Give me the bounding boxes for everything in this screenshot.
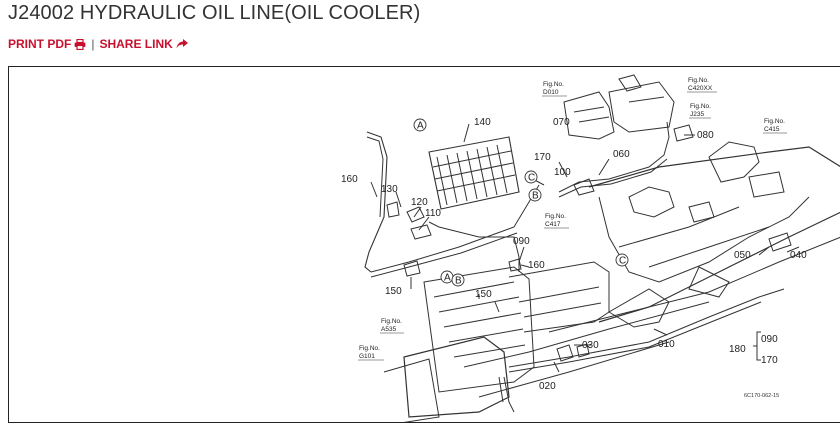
share-link-label: SHARE LINK xyxy=(99,37,173,51)
callout-b-1: B xyxy=(532,191,539,202)
part-label-090: 090 xyxy=(513,236,530,247)
part-label-030: 030 xyxy=(582,340,599,351)
callout-c-2: C xyxy=(619,256,626,267)
exploded-parts-drawing: A C B A B C 140 170 100 060 160 130 120 … xyxy=(341,74,840,422)
part-label-180: 180 xyxy=(729,344,746,355)
share-arrow-icon xyxy=(176,39,188,49)
part-label-120: 120 xyxy=(411,197,428,208)
part-label-050: 050 xyxy=(734,250,751,261)
part-label-080: 080 xyxy=(697,130,714,141)
part-label-040: 040 xyxy=(790,250,807,261)
drawing-code: 6C170-062-15 xyxy=(744,393,779,399)
svg-text:A535: A535 xyxy=(381,326,397,333)
callout-b-2: B xyxy=(455,276,462,287)
printer-icon xyxy=(74,38,86,50)
fig-ref-g101[interactable]: Fig.No. G101 xyxy=(358,345,384,361)
fig-ref-a535[interactable]: Fig.No. A535 xyxy=(380,318,404,334)
line-art xyxy=(364,74,840,422)
callout-a-2: A xyxy=(444,273,451,284)
svg-text:Fig.No.: Fig.No. xyxy=(690,103,711,110)
svg-text:Fig.No.: Fig.No. xyxy=(359,345,380,352)
part-label-160-a: 160 xyxy=(341,174,358,185)
callout-circles xyxy=(413,118,629,287)
page-title: J24002 HYDRAULIC OIL LINE(OIL COOLER) xyxy=(8,2,421,24)
part-label-140: 140 xyxy=(474,117,491,128)
svg-text:Fig.No.: Fig.No. xyxy=(381,318,402,325)
group-label-090: 090 xyxy=(761,334,778,345)
action-separator: | xyxy=(91,37,95,51)
part-label-150-b: 150 xyxy=(475,289,492,300)
share-link[interactable]: SHARE LINK xyxy=(99,37,188,51)
part-label-100: 100 xyxy=(554,167,571,178)
part-label-110: 110 xyxy=(425,208,441,219)
svg-text:Fig.No.: Fig.No. xyxy=(545,213,566,220)
fig-ref-d010[interactable]: Fig.No. D010 xyxy=(542,81,567,97)
part-label-130: 130 xyxy=(381,184,398,195)
svg-text:C417: C417 xyxy=(545,221,561,228)
part-label-150-a: 150 xyxy=(385,286,402,297)
action-bar: PRINT PDF | SHARE LINK xyxy=(8,37,188,51)
svg-text:Fig.No.: Fig.No. xyxy=(688,77,709,84)
group-label-170: 170 xyxy=(761,355,778,366)
fig-ref-c420xx[interactable]: Fig.No. C420XX xyxy=(687,77,717,93)
svg-text:Fig.No.: Fig.No. xyxy=(764,118,785,125)
print-pdf-label: PRINT PDF xyxy=(8,37,72,51)
part-label-170: 170 xyxy=(534,152,551,163)
fig-ref-j235[interactable]: Fig.No. J235 xyxy=(689,103,711,119)
svg-text:C415: C415 xyxy=(764,126,780,133)
svg-text:G101: G101 xyxy=(359,353,375,360)
part-label-070: 070 xyxy=(553,117,570,128)
fig-ref-c417[interactable]: Fig.No. C417 xyxy=(544,213,569,229)
callout-a-1: A xyxy=(417,121,424,132)
fig-ref-c415[interactable]: Fig.No. C415 xyxy=(763,118,787,134)
part-label-010: 010 xyxy=(658,339,675,350)
part-label-160-b: 160 xyxy=(528,260,545,271)
parts-diagram: A C B A B C 140 170 100 060 160 130 120 … xyxy=(8,66,840,423)
part-label-060: 060 xyxy=(613,149,630,160)
print-pdf-link[interactable]: PRINT PDF xyxy=(8,37,86,51)
svg-text:C420XX: C420XX xyxy=(688,85,713,92)
svg-text:Fig.No.: Fig.No. xyxy=(543,81,564,88)
svg-text:D010: D010 xyxy=(543,89,559,96)
callout-c-1: C xyxy=(528,173,535,184)
svg-text:J235: J235 xyxy=(690,111,704,118)
part-label-020: 020 xyxy=(539,381,556,392)
